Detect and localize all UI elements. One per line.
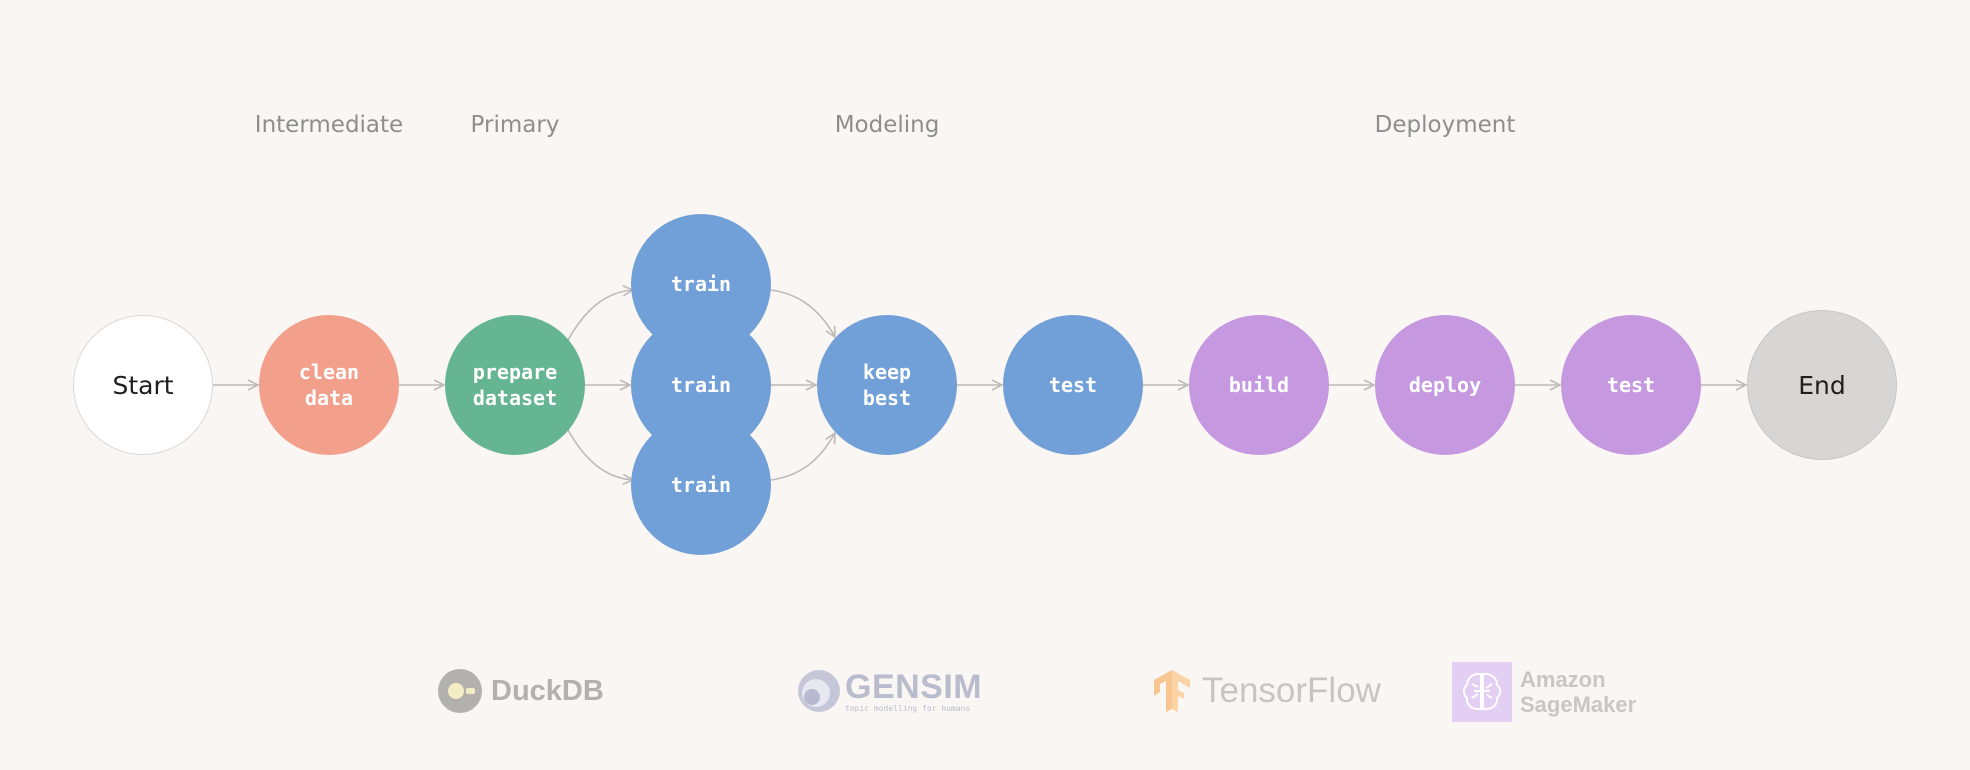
- sagemaker-wordmark-line1: Amazon: [1520, 667, 1606, 692]
- stage-label-primary: Primary: [470, 112, 560, 138]
- test-deploy-node: test: [1561, 315, 1701, 455]
- gensim-wordmark: GENSIM: [845, 667, 983, 706]
- edge-prepare-train1: [567, 290, 633, 341]
- prepare-dataset-label: prepare dataset: [472, 360, 558, 410]
- clean-data-label: clean data: [298, 360, 360, 410]
- start-label: Start: [112, 370, 174, 400]
- test-model-node: test: [1003, 315, 1143, 455]
- deploy-label: deploy: [1408, 373, 1482, 397]
- build-label: build: [1228, 373, 1290, 397]
- train-label-3: train: [670, 473, 732, 497]
- duckdb-logo: DuckDB: [437, 668, 604, 714]
- tensorflow-logo: TensorFlow: [1152, 668, 1381, 714]
- edge-train3-keep: [770, 433, 835, 481]
- deploy-node: deploy: [1375, 315, 1515, 455]
- gensim-logo: GENSIM topic modelling for humans: [797, 668, 982, 714]
- clean-data-node: clean data: [259, 315, 399, 455]
- gensim-logo-icon: [798, 670, 840, 712]
- stage-label-intermediate: Intermediate: [254, 112, 404, 138]
- tensorflow-logo-icon: [1154, 670, 1190, 712]
- gensim-tagline: topic modelling for humans: [845, 703, 971, 713]
- sagemaker-logo: Amazon SageMaker: [1452, 662, 1636, 722]
- duckdb-wordmark: DuckDB: [491, 674, 604, 707]
- stage-label-modeling: Modeling: [834, 112, 940, 138]
- test-model-label: test: [1048, 373, 1098, 397]
- prepare-dataset-node: prepare dataset: [445, 315, 585, 455]
- tensorflow-wordmark: TensorFlow: [1202, 671, 1381, 710]
- keep-best-label: keep best: [862, 360, 912, 410]
- sagemaker-wordmark-line2: SageMaker: [1520, 692, 1637, 717]
- train-label-2: train: [670, 373, 732, 397]
- test-deploy-label: test: [1606, 373, 1656, 397]
- sagemaker-brain-icon: [1452, 662, 1512, 722]
- edge-train1-keep: [770, 289, 835, 337]
- train-node-1: train: [631, 214, 771, 354]
- train-label-1: train: [670, 272, 732, 296]
- train-node-3: train: [631, 415, 771, 555]
- end-label: End: [1798, 370, 1846, 400]
- duckdb-logo-icon: [438, 669, 482, 713]
- keep-best-node: keep best: [817, 315, 957, 455]
- end-node: End: [1747, 310, 1897, 460]
- build-node: build: [1189, 315, 1329, 455]
- start-node: Start: [73, 315, 213, 455]
- edge-prepare-train3: [567, 429, 633, 480]
- stage-label-deployment: Deployment: [1374, 112, 1516, 138]
